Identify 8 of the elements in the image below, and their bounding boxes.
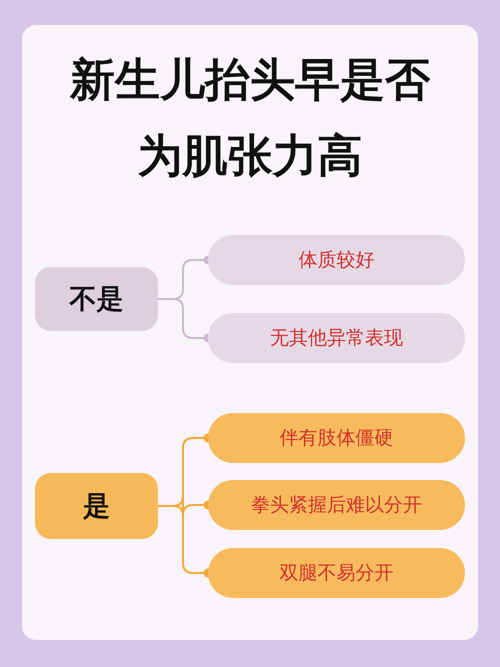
item-box: 拳头紧握后难以分开 <box>208 480 465 530</box>
category-box: 不是 <box>35 267 158 331</box>
item-box: 体质较好 <box>208 235 465 285</box>
item-box: 伴有肢体僵硬 <box>208 413 465 463</box>
title: 新生儿抬头早是否为肌张力高 <box>68 52 431 184</box>
item-box: 双腿不易分开 <box>208 548 465 598</box>
item-box: 无其他异常表现 <box>208 313 465 363</box>
category-box: 是 <box>35 473 158 539</box>
